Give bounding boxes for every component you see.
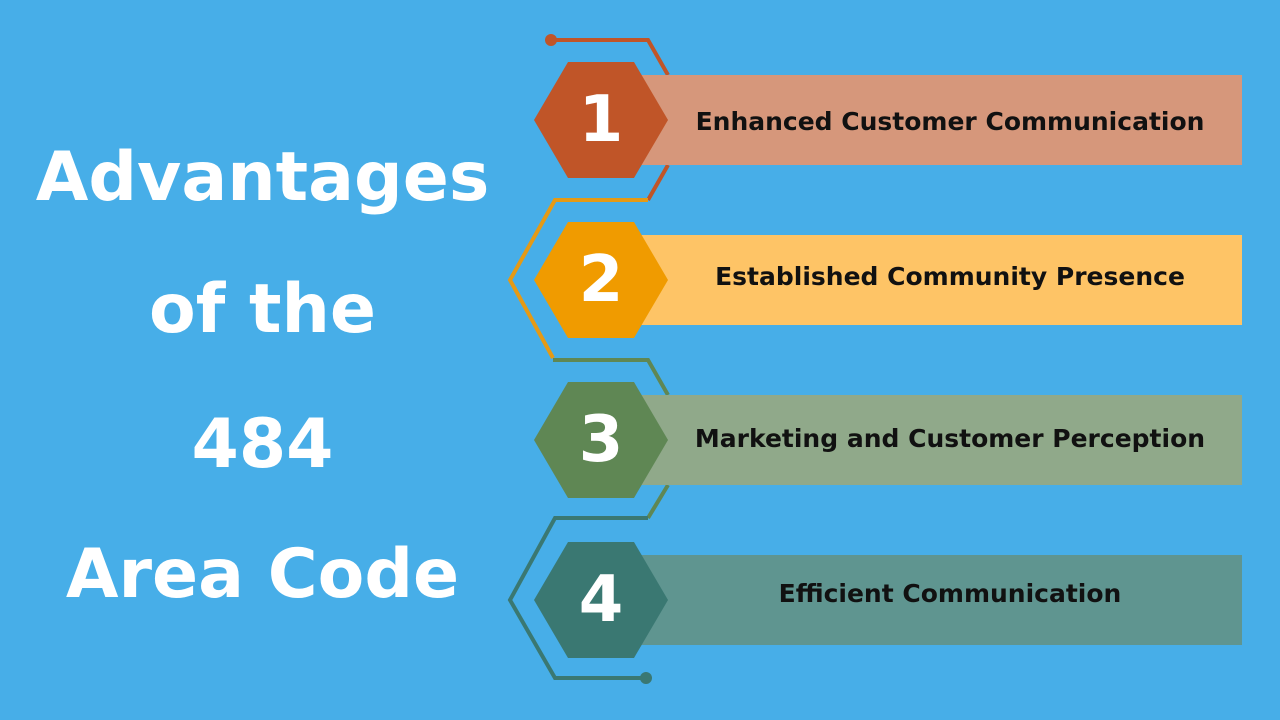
item-bar-4 [640, 555, 1242, 645]
item-label-2: Established Community Presence [715, 262, 1185, 291]
item-number-2: 2 [578, 243, 624, 317]
item-number-4: 4 [578, 563, 624, 637]
connector-4 [507, 516, 648, 680]
connector-dot-top [545, 34, 557, 46]
title-line-3: 484 [191, 405, 334, 484]
item-hexagon-2 [534, 222, 668, 338]
connector-3 [553, 358, 670, 396]
item-number-3: 3 [578, 403, 624, 477]
item-label-3: Marketing and Customer Perception [694, 424, 1206, 453]
connector-3b [646, 483, 670, 520]
item-label-1: Enhanced Customer Communication [695, 107, 1205, 136]
item-bar-2 [640, 235, 1242, 325]
title-line-1: Advantages [35, 138, 490, 217]
connector-1 [551, 38, 670, 76]
title-line-2: of the [148, 270, 376, 349]
item-bar-3 [640, 395, 1242, 485]
connector-1b [646, 164, 670, 201]
title-line-4: Area Code [65, 535, 460, 614]
item-hexagon-1 [534, 62, 668, 178]
connector-2 [507, 198, 648, 359]
item-label-4: Efficient Communication [778, 579, 1122, 608]
item-bar-1 [640, 75, 1242, 165]
item-hexagon-3 [534, 382, 668, 498]
item-number-1: 1 [578, 83, 624, 157]
connector-dot-bottom [640, 672, 652, 684]
item-hexagon-4 [534, 542, 668, 658]
